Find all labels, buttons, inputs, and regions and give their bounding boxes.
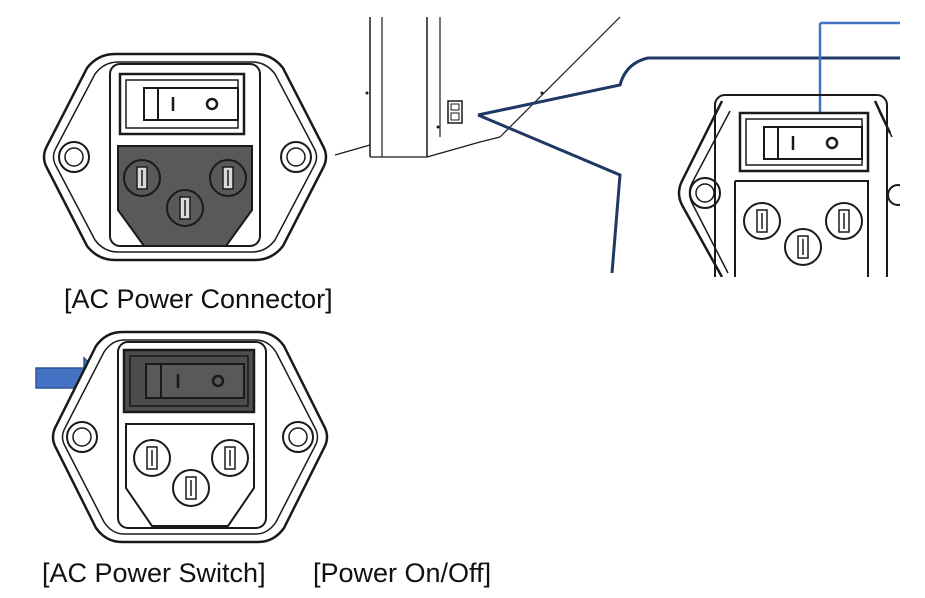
switch-flange xyxy=(51,330,329,544)
closeup-rocker-switch xyxy=(738,111,870,173)
rocker-switch xyxy=(118,72,246,136)
ac-socket-highlighted xyxy=(117,145,253,247)
mounting-hole-right xyxy=(280,141,312,173)
closeup-ac-socket xyxy=(734,180,869,277)
socket-pin-right xyxy=(209,159,247,197)
power-on-off-caption: [Power On/Off] xyxy=(313,558,492,588)
rear-connector-small xyxy=(447,100,463,124)
socket-pin-ground xyxy=(166,189,204,227)
ac-power-connector-caption: [AC Power Connector] xyxy=(64,284,333,314)
ac-power-switch-diagram xyxy=(35,330,329,544)
socket-pin-left xyxy=(123,159,161,197)
ac-power-switch-caption: [AC Power Switch] xyxy=(42,558,266,588)
switch-mounting-hole-right xyxy=(282,421,314,453)
device-housing xyxy=(334,16,621,158)
device-rear-view-diagram xyxy=(334,16,900,277)
callout-leader-lines xyxy=(477,56,900,274)
switch-mounting-hole-left xyxy=(66,421,98,453)
rocker-switch-highlighted xyxy=(122,348,256,414)
mounting-hole-left xyxy=(58,141,90,173)
ac-power-connector-diagram xyxy=(42,52,328,262)
ac-socket xyxy=(125,423,255,527)
connector-closeup xyxy=(677,94,900,277)
